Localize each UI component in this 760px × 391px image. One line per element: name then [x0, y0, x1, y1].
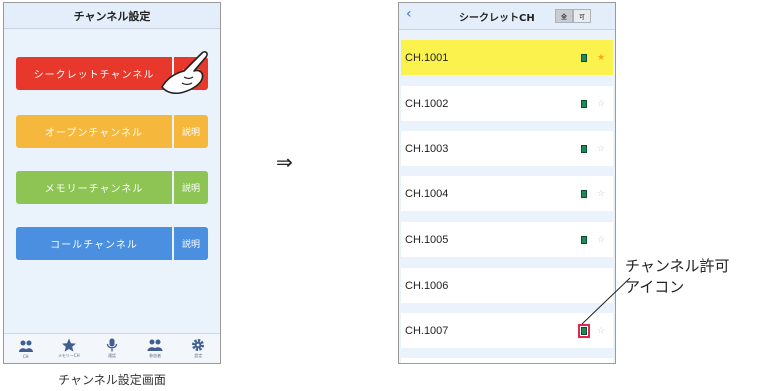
annotation-line-1: チャンネル許可 — [625, 257, 730, 275]
open-channel-button[interactable]: オープンチャンネル — [16, 115, 172, 148]
channel-name: CH.1007 — [405, 324, 449, 337]
channel-permission-icon — [581, 189, 587, 198]
tab-settings[interactable]: 設定 — [179, 338, 217, 359]
annotation-leader-line — [581, 277, 631, 325]
call-channel-desc-button[interactable]: 説明 — [174, 227, 208, 260]
channel-permission-icon — [581, 144, 587, 153]
tab-ch-label: CH — [22, 353, 29, 359]
channel-list-item[interactable]: CH.1006 — [401, 268, 613, 303]
channel-name: CH.1003 — [405, 142, 449, 155]
channel-list-item[interactable]: CH.1007 ☆ — [401, 313, 613, 348]
channel-name: CH.1005 — [405, 233, 449, 246]
channel-list-item[interactable]: CH.1004 ☆ — [401, 176, 613, 211]
open-channel-row: オープンチャンネル 説明 — [16, 115, 208, 148]
call-channel-row: コールチャンネル 説明 — [16, 227, 208, 260]
channel-permission-icon — [581, 53, 587, 62]
star-icon — [61, 338, 76, 352]
permission-icon-annotation: チャンネル許可 アイコン — [625, 256, 730, 298]
favorite-star-icon[interactable]: ☆ — [597, 98, 606, 109]
filter-all-button[interactable]: 全 — [555, 9, 573, 23]
filter-segmented-control: 全 可 — [555, 9, 591, 23]
group-icon — [18, 340, 33, 352]
channel-permission-icon — [578, 323, 590, 338]
channel-list-item[interactable]: CH.1002 ☆ — [401, 86, 613, 121]
tab-call-label: 通話 — [107, 353, 116, 358]
channel-permission-icon — [581, 99, 587, 108]
page-title: シークレットCH — [459, 12, 535, 24]
annotation-line-2: アイコン — [625, 278, 685, 296]
tab-memory-ch-label: メモリーCH — [57, 353, 80, 358]
favorite-star-icon[interactable]: ☆ — [597, 325, 606, 336]
favorite-star-icon[interactable]: ☆ — [597, 188, 606, 199]
secret-channel-screen: ‹ シークレットCH 全 可 CH.1001 ★ CH.1002 ☆ CH.10… — [398, 2, 616, 364]
secret-channel-header: ‹ シークレットCH 全 可 — [399, 3, 615, 30]
tab-ch[interactable]: CH — [7, 339, 45, 359]
back-button[interactable]: ‹ — [406, 6, 412, 22]
open-channel-desc-button[interactable]: 説明 — [174, 115, 208, 148]
channel-list-item[interactable]: CH.1005 ☆ — [401, 222, 613, 257]
tapping-hand-icon — [161, 51, 208, 95]
people-icon — [147, 339, 163, 351]
filter-allowed-button[interactable]: 可 — [573, 9, 591, 23]
favorite-star-icon[interactable]: ☆ — [597, 143, 606, 154]
channel-name: CH.1002 — [405, 97, 449, 110]
page-title: チャンネル設定 — [73, 9, 151, 23]
tab-call[interactable]: 通話 — [93, 338, 131, 359]
tab-settings-label: 設定 — [194, 353, 203, 358]
transition-arrow: ⇒ — [276, 150, 293, 174]
channel-list-item[interactable]: CH.1003 ☆ — [401, 131, 613, 166]
favorite-star-icon[interactable]: ☆ — [597, 234, 606, 245]
channel-name: CH.1001 — [405, 51, 449, 64]
tab-bar: CH メモリーCH 通話 参加者 — [4, 333, 220, 363]
channel-list-item-partial — [401, 358, 613, 363]
microphone-icon — [106, 338, 118, 352]
memory-channel-desc-button[interactable]: 説明 — [174, 171, 208, 204]
channel-settings-screen: チャンネル設定 シークレットチャンネル 説明 オープンチャンネル 説明 メモリー… — [3, 2, 221, 364]
tab-memory-ch[interactable]: メモリーCH — [50, 338, 88, 359]
tab-participants-label: 参加者 — [149, 353, 162, 358]
channel-permission-icon — [581, 235, 587, 244]
channel-button-list: シークレットチャンネル 説明 オープンチャンネル 説明 メモリーチャンネル 説明… — [4, 29, 220, 333]
tab-participants[interactable]: 参加者 — [136, 338, 174, 359]
favorite-star-icon[interactable]: ★ — [597, 52, 606, 63]
call-channel-button[interactable]: コールチャンネル — [16, 227, 172, 260]
channel-list-item[interactable]: CH.1001 ★ — [401, 40, 613, 75]
left-screen-caption: チャンネル設定画面 — [58, 373, 166, 387]
gear-icon — [192, 339, 205, 351]
memory-channel-row: メモリーチャンネル 説明 — [16, 171, 208, 204]
secret-channel-button[interactable]: シークレットチャンネル — [16, 57, 172, 90]
channel-name: CH.1004 — [405, 187, 449, 200]
channel-name: CH.1006 — [405, 279, 449, 292]
memory-channel-button[interactable]: メモリーチャンネル — [16, 171, 172, 204]
channel-settings-header: チャンネル設定 — [4, 3, 220, 29]
